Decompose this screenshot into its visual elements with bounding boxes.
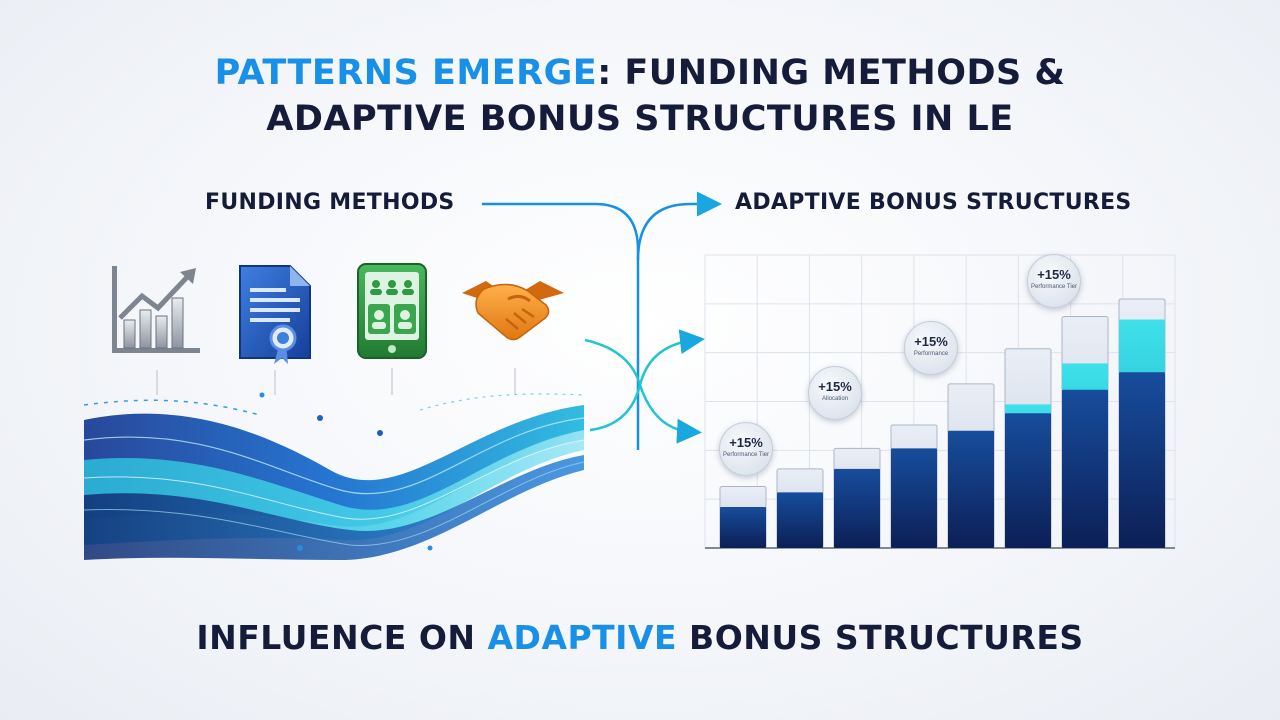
arrow-to-chart-upper: [589, 329, 705, 432]
title-line2: ADAPTIVE BONUS STRUCTURES IN LE: [266, 99, 1014, 139]
bar-base-7: [1119, 372, 1165, 548]
bonus-badge: +15% Performance Tier: [719, 422, 773, 476]
badge-value: +15%: [914, 334, 948, 349]
footer-text-accent: ADAPTIVE: [487, 618, 678, 657]
certificate-document-icon: [239, 265, 311, 364]
team-tablet-icon: [357, 263, 427, 359]
title-accent: PATTERNS EMERGE: [214, 53, 598, 93]
bar-base-0: [720, 506, 766, 548]
footer-text-after: BONUS STRUCTURES: [677, 618, 1084, 657]
footer-heading: INFLUENCE ON ADAPTIVE BONUS STRUCTURES: [0, 618, 1280, 657]
adaptive-bonus-label: ADAPTIVE BONUS STRUCTURES: [735, 190, 1132, 215]
badge-value: +15%: [818, 379, 852, 394]
bonus-badge: +15% Performance Tier: [1027, 254, 1081, 308]
bar-base-6: [1062, 389, 1108, 548]
badge-caption: Performance Tier: [722, 452, 770, 458]
arrow-to-bonus-label: [636, 191, 722, 261]
bar-base-1: [777, 492, 823, 548]
growth-chart-icon: [112, 266, 200, 353]
badge-caption: Performance: [913, 351, 949, 357]
bar-base-5: [1005, 413, 1051, 548]
badge-value: +15%: [1037, 267, 1071, 282]
page-title: PATTERNS EMERGE: FUNDING METHODS & ADAPT…: [0, 50, 1280, 142]
badge-caption: Performance Tier: [1030, 284, 1078, 290]
bonus-badge: +15% Performance: [904, 321, 958, 375]
bar-base-4: [948, 430, 994, 548]
bonus-badge: +15% Allocation: [808, 366, 862, 420]
bar-base-2: [834, 468, 880, 548]
badge-value: +15%: [729, 435, 763, 450]
badge-caption: Allocation: [821, 396, 848, 402]
funding-methods-label: FUNDING METHODS: [205, 190, 455, 215]
footer-text-before: INFLUENCE ON: [196, 618, 488, 657]
title-line1-rest: : FUNDING METHODS &: [597, 53, 1066, 93]
bar-base-3: [891, 448, 937, 548]
handshake-icon: [462, 281, 564, 341]
